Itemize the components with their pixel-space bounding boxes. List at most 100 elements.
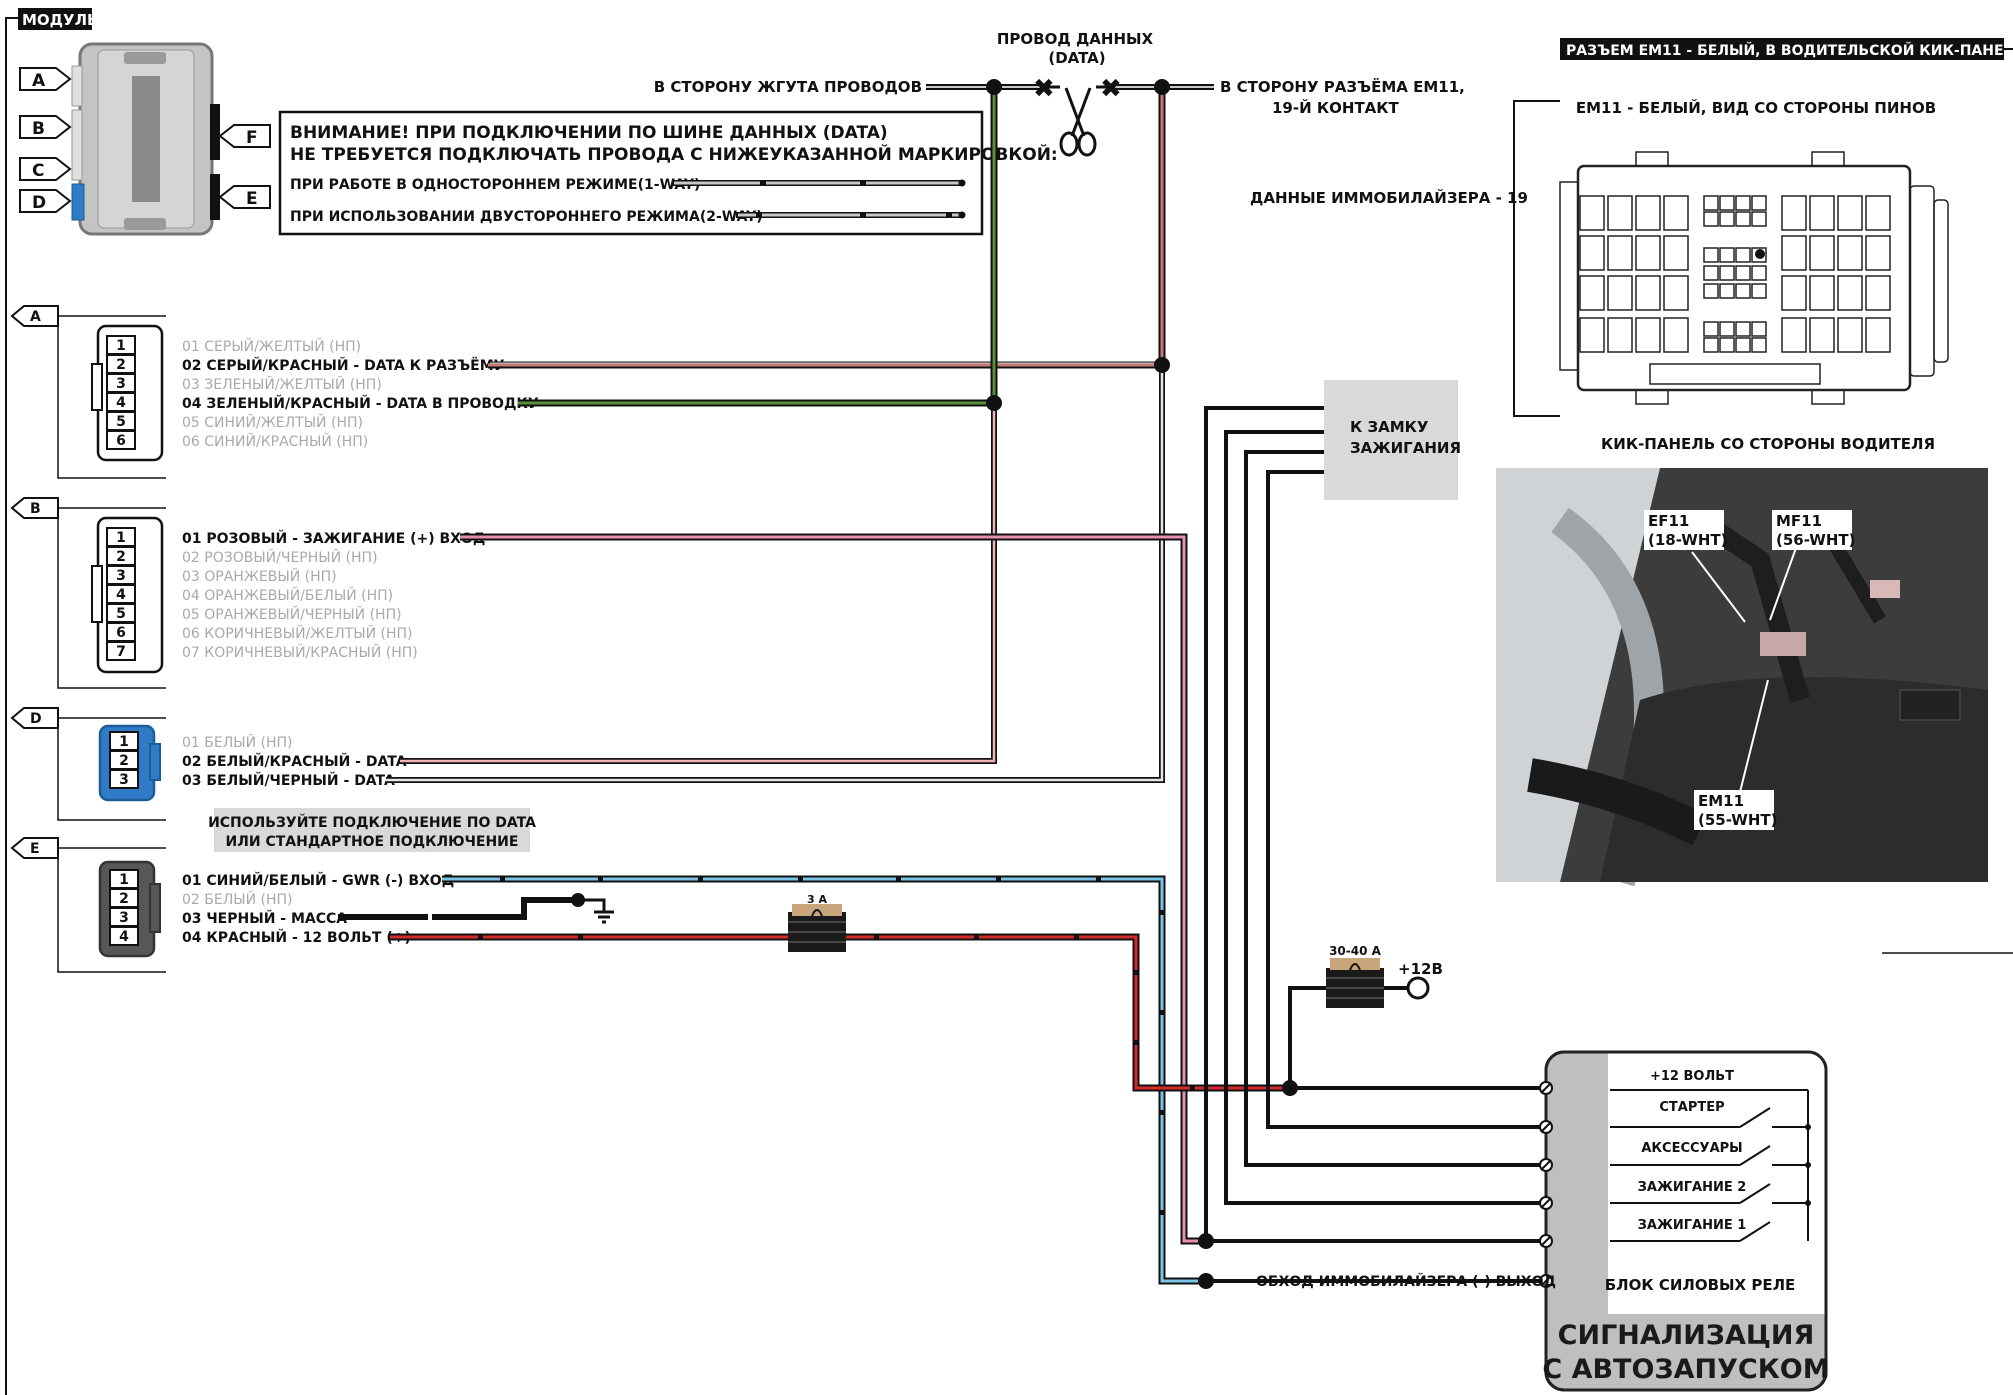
connector-d: D 1 2 3 01 БЕЛЫЙ (НП) 02 БЕЛЫЙ/КРАСНЫЙ -… [10, 707, 407, 821]
em11-connector-drawing [1559, 151, 1949, 405]
svg-text:ЗАЖИГАНИЯ: ЗАЖИГАНИЯ [1350, 439, 1461, 457]
connector-e: E 1 2 3 4 01 СИНИЙ/БЕЛЫЙ - GWR (-) ВХОД … [10, 837, 454, 973]
svg-text:3: 3 [116, 568, 126, 584]
warning-twoway: ПРИ ИСПОЛЬЗОВАНИИ ДВУСТОРОННЕГО РЕЖИМА(2… [290, 209, 763, 225]
svg-text:4: 4 [116, 587, 126, 603]
module-unit [71, 42, 220, 236]
connector-d-tag [10, 707, 59, 729]
svg-text:EF11: EF11 [1648, 512, 1689, 530]
b-wire-03: 03 ОРАНЖЕВЫЙ (НП) [182, 567, 337, 585]
relay-plus12: +12 ВОЛЬТ [1650, 1069, 1734, 1084]
relay-ign2: ЗАЖИГАНИЕ 2 [1638, 1180, 1747, 1195]
svg-text:РАЗЪЕМ ЕМ11 - БЕЛЫЙ, В ВОДИТЕЛ: РАЗЪЕМ ЕМ11 - БЕЛЫЙ, В ВОДИТЕЛЬСКОЙ КИК-… [1566, 42, 2013, 59]
svg-text:30-40 А: 30-40 А [1329, 944, 1382, 958]
d-wire-01: 01 БЕЛЫЙ (НП) [182, 733, 293, 751]
relay-block-label: БЛОК СИЛОВЫХ РЕЛЕ [1605, 1276, 1796, 1294]
to-harness-label: В СТОРОНУ ЖГУТА ПРОВОДОВ [654, 78, 922, 96]
svg-text:D: D [30, 711, 42, 727]
e-wire-03: 03 ЧЕРНЫЙ - МАССА [182, 910, 347, 927]
svg-text:3: 3 [119, 772, 129, 788]
a-wire-04: 04 ЗЕЛЕНЫЙ/КРАСНЫЙ - DATA В ПРОВОДКУ [182, 395, 539, 412]
svg-text:К ЗАМКУ: К ЗАМКУ [1350, 418, 1429, 436]
svg-text:A: A [30, 309, 41, 325]
svg-text:D: D [32, 193, 46, 213]
immo-bypass-label: ОБХОД ИММОБИЛАЙЗЕРА (-) ВЫХОД [1256, 1273, 1556, 1290]
module-port-f: F [218, 124, 271, 148]
b-wire-07: 07 КОРИЧНЕВЫЙ/КРАСНЫЙ (НП) [182, 643, 418, 661]
a-wire-01: 01 СЕРЫЙ/ЖЕЛТЫЙ (НП) [182, 337, 361, 355]
module-port-d: D [19, 189, 72, 213]
module-port-b: B [19, 115, 72, 139]
svg-text:B: B [30, 501, 41, 517]
svg-text:4: 4 [116, 395, 126, 411]
svg-text:B: B [32, 119, 45, 139]
e-wire-02: 02 БЕЛЫЙ (НП) [182, 890, 293, 908]
b-wire-01: 01 РОЗОВЫЙ - ЗАЖИГАНИЕ (+) ВХОД [182, 530, 485, 547]
junction-dot [1154, 79, 1170, 95]
a-wire-05: 05 СИНИЙ/ЖЕЛТЫЙ (НП) [182, 413, 363, 431]
wire-d02-white-red [400, 403, 997, 764]
svg-text:ИЛИ СТАНДАРТНОЕ ПОДКЛЮЧЕНИЕ: ИЛИ СТАНДАРТНОЕ ПОДКЛЮЧЕНИЕ [226, 834, 519, 850]
connector-b-pins: 1 2 3 4 5 6 7 [106, 527, 136, 661]
connector-d-pins: 1 2 3 [109, 731, 139, 789]
junction-dot [1198, 1273, 1214, 1289]
wire-b01-pink [460, 533, 1204, 1245]
e-wire-04: 04 КРАСНЫЙ - 12 ВОЛЬТ (+) [182, 929, 411, 946]
svg-text:5: 5 [116, 414, 126, 430]
data-note: ИСПОЛЬЗУЙТЕ ПОДКЛЮЧЕНИЕ ПО DATA ИЛИ СТАН… [208, 808, 536, 852]
scissors-icon [1059, 87, 1097, 157]
svg-text:5: 5 [116, 606, 126, 622]
svg-text:3: 3 [119, 910, 129, 926]
junction-dot [986, 79, 1002, 95]
svg-text:2: 2 [119, 891, 129, 907]
svg-text:6: 6 [116, 625, 126, 641]
svg-text:EM11: EM11 [1698, 792, 1744, 810]
svg-text:C: C [32, 161, 44, 181]
module-frame-line [5, 17, 18, 1395]
svg-text:✖: ✖ [1100, 74, 1122, 104]
warning-oneway: ПРИ РАБОТЕ В ОДНОСТОРОННЕМ РЕЖИМЕ(1-WAY) [290, 177, 700, 193]
relay-ign1: ЗАЖИГАНИЕ 1 [1638, 1218, 1747, 1233]
junction-dot [1198, 1233, 1214, 1249]
oneway-marker-wire [672, 179, 966, 187]
connector-b: B 1 2 3 4 5 6 7 01 РОЗОВЫЙ - ЗАЖИГАНИЕ (… [10, 497, 485, 689]
alarm-title-1: СИГНАЛИЗАЦИЯ [1558, 1320, 1815, 1351]
fuse-30-40a: 30-40 А +12В [1288, 944, 1443, 1088]
a-wire-02: 02 СЕРЫЙ/КРАСНЫЙ - DATA К РАЗЪЁМУ [182, 357, 505, 374]
connector-b-tag [10, 497, 59, 519]
alarm-unit: +12 ВОЛЬТ СТАРТЕР АКСЕССУАРЫ ЗАЖИГАНИЕ 2… [1539, 1050, 1830, 1392]
module-title: МОДУЛЬ [22, 11, 99, 29]
svg-text:E: E [30, 841, 40, 857]
svg-text:1: 1 [119, 734, 129, 750]
junction-dot [986, 395, 1002, 411]
svg-text:4: 4 [119, 929, 129, 945]
wire-e01-blue [442, 875, 1204, 1285]
twoway-marker-wire [736, 211, 966, 219]
svg-text:(56-WHT): (56-WHT) [1776, 531, 1855, 549]
svg-text:✖: ✖ [1033, 74, 1055, 104]
em11-header: РАЗЪЕМ ЕМ11 - БЕЛЫЙ, В ВОДИТЕЛЬСКОЙ КИК-… [1560, 38, 2013, 60]
module-port-e: E [218, 185, 271, 209]
module-title-bg [18, 8, 92, 30]
svg-text:(55-WHT): (55-WHT) [1698, 811, 1777, 829]
b-wire-05: 05 ОРАНЖЕВЫЙ/ЧЕРНЫЙ (НП) [182, 605, 402, 623]
connector-a-pins: 1 2 3 4 5 6 [106, 335, 136, 450]
svg-text:MF11: MF11 [1776, 512, 1822, 530]
b-wire-04: 04 ОРАНЖЕВЫЙ/БЕЛЫЙ (НП) [182, 586, 393, 604]
a-wire-03: 03 ЗЕЛЕНЫЙ/ЖЕЛТЫЙ (НП) [182, 375, 382, 393]
svg-text:A: A [32, 71, 46, 91]
to-em11-label-2: 19-Й КОНТАКТ [1272, 98, 1400, 117]
alarm-title-2: С АВТОЗАПУСКОМ [1542, 1354, 1829, 1385]
ignition-lock-box: К ЗАМКУ ЗАЖИГАНИЯ [1324, 380, 1461, 500]
e-wire-01: 01 СИНИЙ/БЕЛЫЙ - GWR (-) ВХОД [182, 872, 454, 889]
svg-text:E: E [246, 189, 258, 209]
b-wire-06: 06 КОРИЧНЕВЫЙ/ЖЕЛТЫЙ (НП) [182, 624, 413, 642]
kick-panel-photo: EF11 (18-WHT) MF11 (56-WHT) EM11 (55-WHT… [1496, 468, 1988, 887]
svg-text:2: 2 [116, 549, 126, 565]
warning-line-2: НЕ ТРЕБУЕТСЯ ПОДКЛЮЧАТЬ ПРОВОДА С НИЖЕУК… [290, 143, 1058, 165]
d-wire-03: 03 БЕЛЫЙ/ЧЕРНЫЙ - DATA [182, 772, 395, 789]
wire-d03-white-black [386, 365, 1165, 783]
em11-view-title: ЕМ11 - БЕЛЫЙ, ВИД СО СТОРОНЫ ПИНОВ [1576, 98, 1936, 117]
svg-text:3 А: 3 А [807, 893, 827, 906]
